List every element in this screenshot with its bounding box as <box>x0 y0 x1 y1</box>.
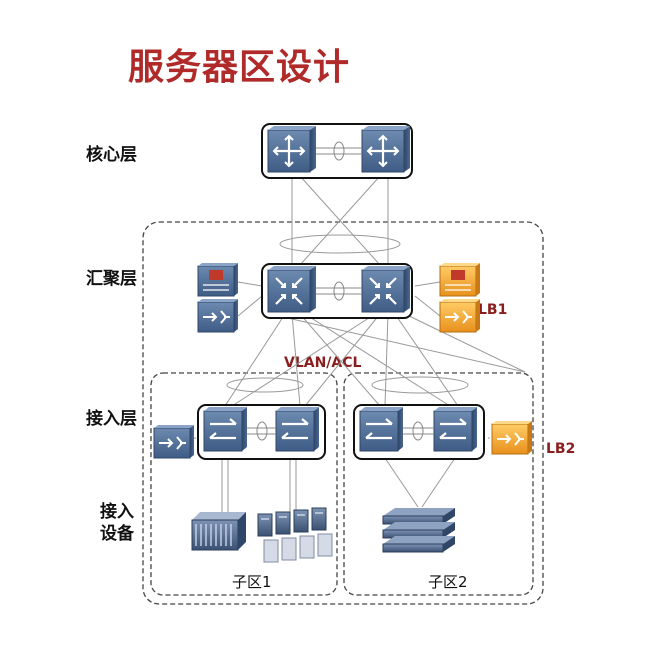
layer-label-aggregation: 汇聚层 <box>86 269 137 289</box>
zone1-label: 子区1 <box>232 573 272 591</box>
access-switch-icon <box>275 407 319 452</box>
vlan-acl-label: VLAN/ACL <box>284 355 362 371</box>
load-balancer-icon <box>153 425 194 459</box>
layer-label-access-devices-line2: 设备 <box>100 524 134 544</box>
aggregation-interlink <box>316 281 362 301</box>
access-switch-icon <box>433 407 477 452</box>
access-interlink-zone1 <box>247 421 276 441</box>
server-icon <box>257 507 333 563</box>
layer-label-access: 接入层 <box>86 409 137 429</box>
lb2-label: LB2 <box>546 441 576 457</box>
core-switch-icon <box>361 126 410 173</box>
load-balancer-icon <box>197 299 238 333</box>
page-title: 服务器区设计 <box>128 47 351 88</box>
core-switch-icon <box>267 126 316 173</box>
server-icon <box>382 508 455 553</box>
server-icon <box>191 512 246 551</box>
zone2-boundary <box>343 372 534 596</box>
firewall-icon <box>197 263 238 297</box>
zone2-link-bundle <box>371 376 469 394</box>
layer-label-core: 核心层 <box>86 145 137 165</box>
aggregation-appliance-links <box>237 281 441 317</box>
zone1-boundary <box>150 372 338 596</box>
layer-label-access-devices: 接入 设备 <box>100 501 134 545</box>
zone1-link-bundle <box>226 377 304 393</box>
server-zone-boundary <box>142 221 544 605</box>
firewall-icon <box>439 263 480 297</box>
access-interlink-zone2 <box>403 421 434 441</box>
core-agg-link-bundle <box>279 234 401 254</box>
aggregation-switch-icon <box>267 266 316 313</box>
lb1-label: LB1 <box>478 302 508 318</box>
core-to-aggregation-links <box>291 175 389 266</box>
access-switch-icon <box>203 407 247 452</box>
aggregation-switch-icon <box>361 266 410 313</box>
load-balancer-icon <box>439 299 480 333</box>
access-switch-icon <box>359 407 403 452</box>
layer-label-access-devices-line1: 接入 <box>100 502 134 522</box>
load-balancer-icon <box>491 421 532 455</box>
core-interlink <box>316 141 362 161</box>
zone2-label: 子区2 <box>428 573 468 591</box>
